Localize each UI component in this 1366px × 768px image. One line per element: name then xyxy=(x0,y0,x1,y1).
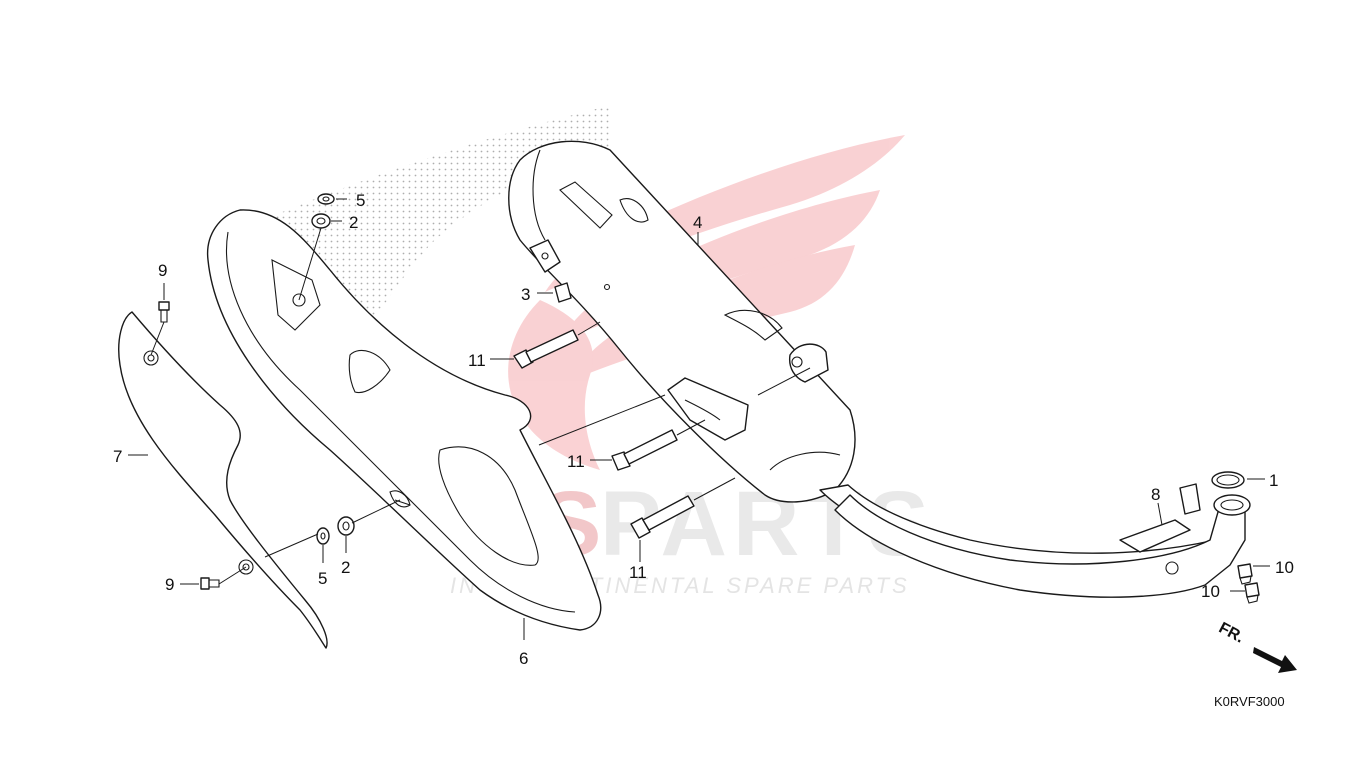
front-direction-indicator: FR. xyxy=(1216,619,1297,673)
front-direction-label: FR. xyxy=(1216,619,1247,646)
callout-11-lower: 11 xyxy=(629,563,647,582)
callout-8: 8 xyxy=(1151,485,1160,504)
callout-7: 7 xyxy=(113,447,122,466)
part-2-grommet-top xyxy=(311,213,331,229)
callout-6: 6 xyxy=(519,649,528,668)
part-10-nut-right xyxy=(1237,563,1253,585)
part-3-clip xyxy=(554,282,572,303)
callout-5-top: 5 xyxy=(356,191,365,210)
part-11-bolt-middle xyxy=(611,429,678,471)
callout-9-top: 9 xyxy=(158,261,167,280)
front-direction-arrow-icon xyxy=(1253,647,1297,673)
part-7-outer-cover xyxy=(118,311,328,649)
callout-10-right: 10 xyxy=(1275,558,1294,577)
part-9-screw-bottom xyxy=(200,577,220,590)
part-11-bolt-upper xyxy=(513,329,579,369)
callout-4: 4 xyxy=(693,213,702,232)
callout-5-bottom: 5 xyxy=(318,569,327,588)
callout-1: 1 xyxy=(1269,471,1278,490)
part-8-sensor xyxy=(1119,483,1201,575)
callout-2-bottom: 2 xyxy=(341,558,350,577)
part-11-bolt-lower xyxy=(630,495,695,539)
part-10-nut-lower xyxy=(1244,582,1260,604)
callout-11-middle: 11 xyxy=(567,452,585,471)
part-5-washer-bottom xyxy=(316,527,330,545)
part-6-muffler-protector xyxy=(206,209,602,631)
part-4-muffler xyxy=(508,140,856,503)
part-1-gasket xyxy=(1211,471,1245,489)
part-9-screw-top xyxy=(158,301,170,323)
callout-10-lower: 10 xyxy=(1201,582,1220,601)
callout-3: 3 xyxy=(521,285,530,304)
callout-11-upper: 11 xyxy=(468,351,486,370)
part-2-grommet-bottom xyxy=(337,516,355,536)
callout-2-top: 2 xyxy=(349,213,358,232)
leader-lines xyxy=(128,198,1270,640)
callout-numbers: 5 2 9 7 9 5 2 6 3 4 11 11 11 1 8 10 10 xyxy=(113,191,1294,668)
part-5-washer-top xyxy=(317,193,335,205)
diagram-code: K0RVF3000 xyxy=(1214,694,1285,709)
callout-9-bottom: 9 xyxy=(165,575,174,594)
